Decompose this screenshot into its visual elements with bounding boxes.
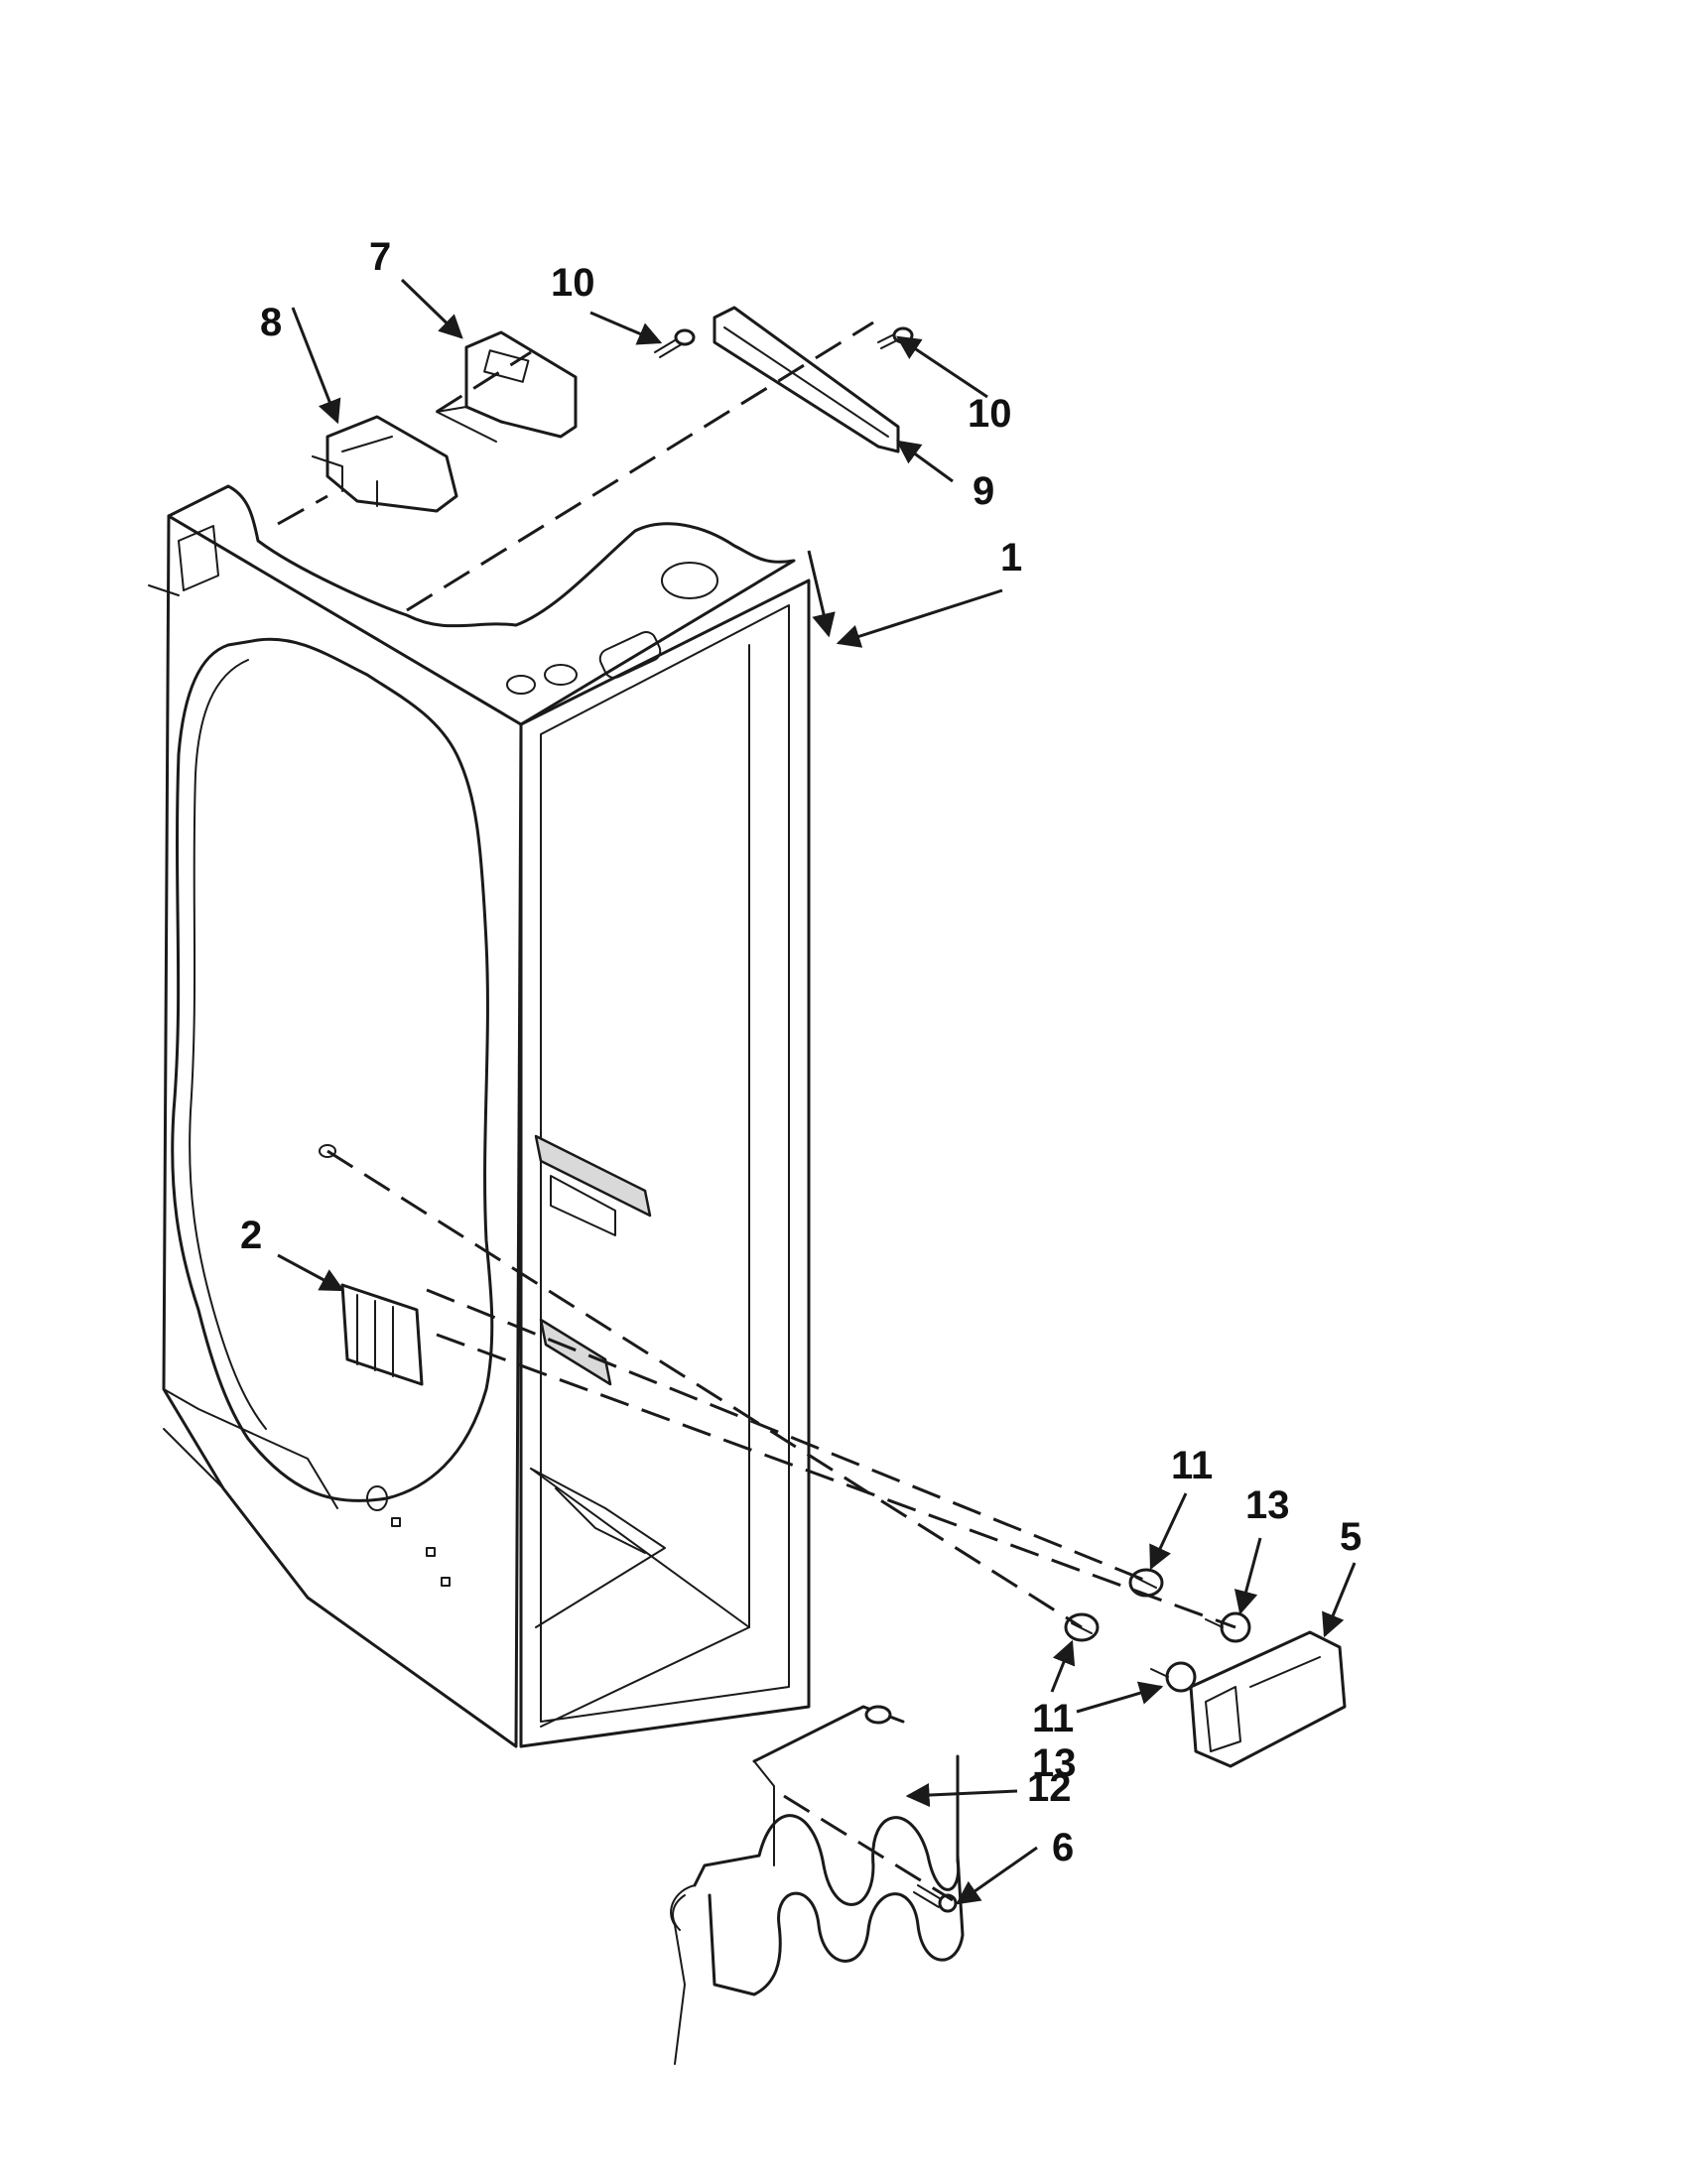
callout-7: 7: [369, 235, 391, 279]
callout-10-right: 10: [968, 392, 1012, 436]
callout-6: 6: [1052, 1826, 1074, 1869]
callout-13-lower: 13: [1032, 1741, 1077, 1785]
leader-arrows: [277, 278, 1357, 1905]
callout-1: 1: [1000, 536, 1022, 579]
part-13-plug-upper: [1205, 1611, 1251, 1643]
callout-labels: 1 2 5 6 7 8 9 10 10 11 11 12 13 13: [240, 235, 1362, 1869]
part-8-control-housing: [312, 415, 458, 513]
callout-13-upper: 13: [1245, 1483, 1290, 1527]
callout-9: 9: [973, 469, 994, 513]
callout-11-upper: 11: [1171, 1444, 1213, 1487]
part-7-bracket: [436, 330, 578, 443]
callout-8: 8: [260, 301, 282, 344]
screw-top-right: [877, 326, 914, 349]
callout-5: 5: [1340, 1515, 1362, 1559]
part-5-duct: [1189, 1630, 1347, 1768]
part-2-switch: [340, 1283, 424, 1386]
part-13-plug-lower: [1150, 1661, 1197, 1693]
screw-top-left: [654, 328, 696, 358]
callout-10-top: 10: [551, 261, 595, 305]
callout-2: 2: [240, 1214, 262, 1257]
part-9-rail: [713, 306, 900, 453]
assembly-lines: [148, 321, 1236, 1902]
part-12-heater-coil: [670, 1705, 965, 2065]
cabinet-liner: [162, 484, 811, 1748]
callout-11-lower: 11: [1032, 1697, 1074, 1740]
callout-12: 12: [1027, 1766, 1072, 1810]
